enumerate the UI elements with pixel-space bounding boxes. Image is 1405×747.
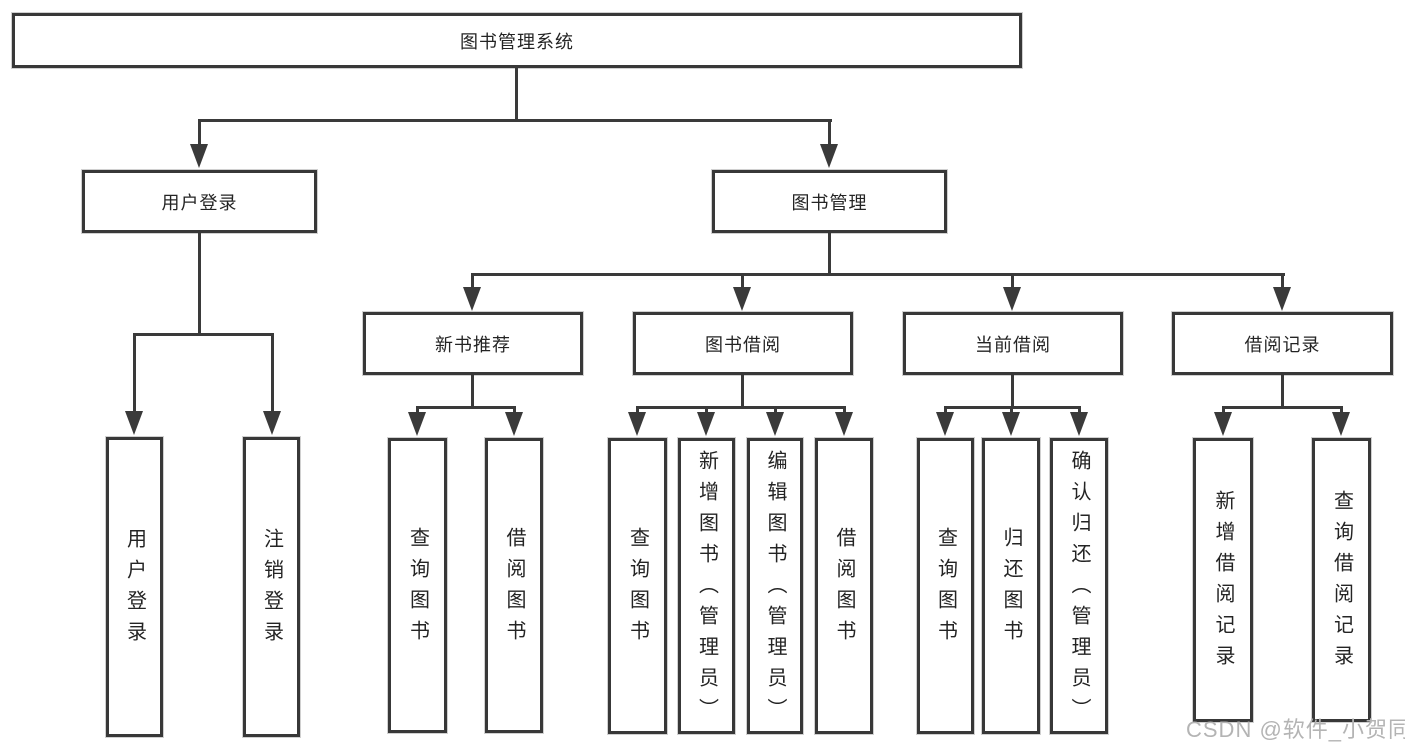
arrowhead [125,411,143,435]
node-book-borrow: 图书借阅 [633,312,853,375]
arrowhead [1273,287,1291,311]
leaf-return-books: 归还图书 [982,438,1040,734]
leaf-user-login: 用户登录 [106,437,163,737]
leaf-borrow-books-recommend: 借阅图书 [485,438,543,733]
leaf-query-books-recommend: 查询图书 [388,438,447,733]
connector-line [198,119,832,122]
connector-line [774,406,777,414]
node-library-system: 图书管理系统 [12,13,1022,68]
arrowhead [1070,412,1088,436]
connector-line [416,406,419,414]
arrowhead [190,144,208,168]
arrowhead [697,412,715,436]
node-user-login: 用户登录 [82,170,317,233]
connector-line [513,406,516,414]
arrowhead [936,412,954,436]
leaf-add-borrow-record: 新增借阅记录 [1193,438,1253,722]
leaf-query-books-current: 查询图书 [917,438,974,734]
leaf-logout: 注销登录 [243,437,300,737]
connector-line [843,406,846,414]
connector-line [1340,406,1343,414]
node-new-book-recommend: 新书推荐 [363,312,583,375]
arrowhead [1332,412,1350,436]
connector-line [515,66,518,121]
connector-line [198,119,201,146]
connector-line [828,119,831,146]
connector-line [1078,406,1081,414]
connector-line [1011,273,1014,289]
connector-line [1010,406,1013,414]
connector-line [133,333,274,336]
arrowhead [1003,287,1021,311]
connector-line [705,406,708,414]
arrowhead [733,287,751,311]
connector-line [133,333,136,412]
leaf-edit-books-admin: 编辑图书（管理员） [747,438,803,734]
connector-line [198,233,201,336]
arrowhead [1002,412,1020,436]
leaf-add-books-admin: 新增图书（管理员） [678,438,735,734]
connector-line [416,406,516,409]
arrowhead [820,144,838,168]
connector-line [636,406,639,414]
arrowhead [835,412,853,436]
connector-line [944,406,947,414]
connector-line [471,273,1285,276]
arrowhead [263,411,281,435]
connector-line [636,406,846,409]
arrowhead [408,412,426,436]
connector-line [1222,406,1343,409]
arrowhead [505,412,523,436]
connector-line [1011,375,1014,409]
watermark: CSDN @软件_小贺同学 [1186,717,1405,742]
arrowhead [463,287,481,311]
leaf-confirm-return-admin: 确认归还（管理员） [1050,438,1108,734]
arrowhead [1214,412,1232,436]
leaf-borrow-books: 借阅图书 [815,438,873,734]
node-borrow-records: 借阅记录 [1172,312,1393,375]
arrowhead [628,412,646,436]
connector-line [741,375,744,409]
leaf-query-borrow-record: 查询借阅记录 [1312,438,1371,722]
connector-line [471,273,474,289]
node-book-management: 图书管理 [712,170,947,233]
connector-line [1222,406,1225,414]
connector-line [828,233,831,276]
connector-line [271,333,274,412]
node-current-borrow: 当前借阅 [903,312,1123,375]
connector-line [1281,273,1284,289]
connector-line [741,273,744,289]
arrowhead [766,412,784,436]
connector-line [471,375,474,409]
connector-line [1281,375,1284,409]
leaf-query-books-borrow: 查询图书 [608,438,667,734]
